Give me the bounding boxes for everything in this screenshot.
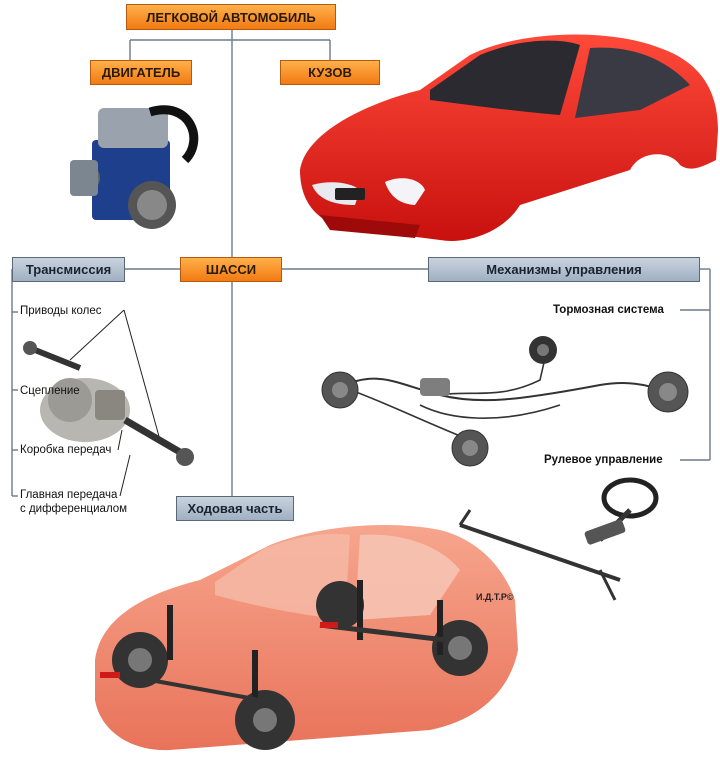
label-brake-system: Тормозная система [553,304,664,316]
label-wheel-drives: Приводы колес [20,305,102,317]
engine-illustration [70,105,199,229]
steering-illustration [458,477,659,601]
brake-system-illustration [321,336,689,467]
label-gearbox: Коробка передач [20,444,112,456]
label-steering: Рулевое управление [544,454,663,466]
connector-lines [11,30,711,497]
body-box: КУЗОВ [280,60,380,85]
publisher-watermark: И.Д.Т.Р© [476,592,514,602]
controls-box: Механизмы управления [428,257,700,282]
transmission-box: Трансмиссия [12,257,125,282]
chassis-box: ШАССИ [180,257,282,282]
label-final-drive-line2: с дифференциалом [20,503,128,515]
red-car-illustration [300,34,718,241]
engine-box: ДВИГАТЕЛЬ [90,60,192,85]
transmission-illustration [23,341,194,466]
label-final-drive-line1: Главная передача [20,489,118,501]
running-gear-illustration [95,525,518,751]
label-clutch: Сцепление [20,385,80,397]
running-gear-box: Ходовая часть [176,496,294,521]
passenger-car-box: ЛЕГКОВОЙ АВТОМОБИЛЬ [126,4,336,30]
